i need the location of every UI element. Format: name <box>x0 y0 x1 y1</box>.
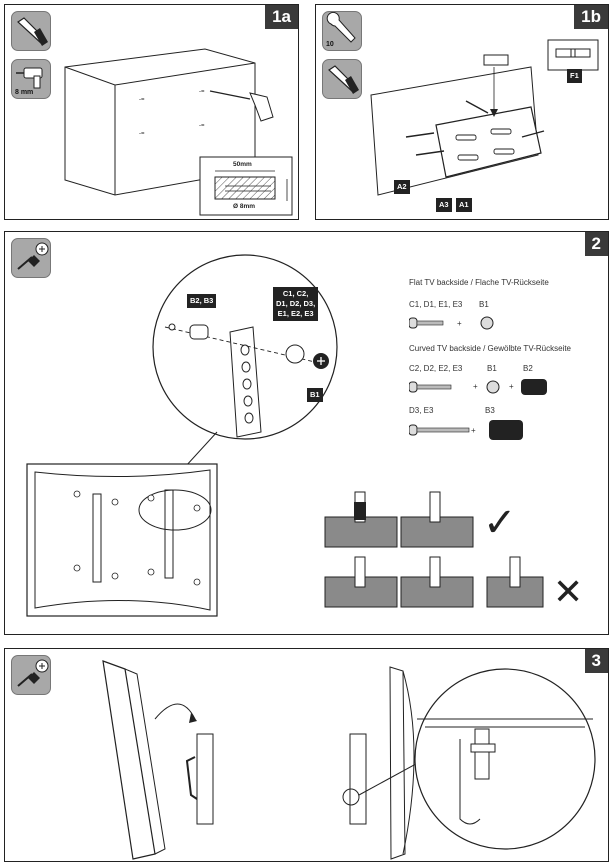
curved2-spacer-label: B3 <box>485 406 495 415</box>
part-label-a3: A3 <box>436 198 452 212</box>
curved2-parts-row <box>409 420 523 440</box>
step-badge-1b: 1b <box>574 5 608 29</box>
phillips-screwdriver-icon <box>11 238 51 278</box>
dimension-width-label: 50mm <box>233 161 252 168</box>
flat-parts-row <box>409 316 494 330</box>
step-badge-1a: 1a <box>265 5 298 29</box>
part-label-a1: A1 <box>456 198 472 212</box>
curved-spacer-label: B2 <box>523 364 533 373</box>
curved-plus-2: + <box>509 382 514 391</box>
wrench-size-label: 10 <box>326 41 334 48</box>
panel-step-1b: 1b 10 <box>315 4 609 220</box>
svg-text:-=: -= <box>199 123 205 129</box>
panel-step-3: 3 <box>4 648 609 862</box>
svg-text:-=: -= <box>139 97 145 103</box>
drill-icon: 8 mm <box>11 59 51 99</box>
curved-washer-label: B1 <box>487 364 497 373</box>
svg-text:-=: -= <box>199 89 205 95</box>
panel-step-2: 2 <box>4 231 609 635</box>
wall-drilling-illustration: -= -= -= -= <box>64 48 293 216</box>
dimension-diameter-label: Ø 8mm <box>233 203 256 210</box>
callout-b1: B1 <box>307 388 323 402</box>
screwdriver-icon <box>11 11 51 51</box>
step-badge-2: 2 <box>584 232 608 256</box>
drill-size-label: 8 mm <box>15 89 34 96</box>
step-badge-3: 3 <box>584 649 608 673</box>
phillips-screwdriver-icon <box>11 655 51 695</box>
screwdriver-icon <box>322 59 362 99</box>
part-label-f1: F1 <box>567 69 582 83</box>
callout-screw-group: C1, C2, D1, D2, D3, E1, E2, E3 <box>273 287 319 321</box>
curved-plus-1: + <box>473 382 478 391</box>
tv-bracket-illustration <box>26 254 544 617</box>
flat-tv-heading: Flat TV backside / Flache TV-Rückseite <box>409 278 549 287</box>
hang-tv-illustration <box>102 660 596 860</box>
curved-tv-heading: Curved TV backside / Gewölbte TV-Rücksei… <box>409 344 571 353</box>
curved2-screw-label: D3, E3 <box>409 406 434 415</box>
svg-text:-=: -= <box>139 131 145 137</box>
correct-check-mark: ✓ <box>483 500 517 546</box>
flat-plus: + <box>457 319 462 328</box>
wrench-icon: 10 <box>322 11 362 51</box>
curved-screw-label: C2, D2, E2, E3 <box>409 364 463 373</box>
flat-washer-label: B1 <box>479 300 489 309</box>
part-label-a2: A2 <box>394 180 410 194</box>
wall-mount-plate-illustration <box>370 39 599 196</box>
curved-parts-row <box>409 379 547 395</box>
curved2-plus: + <box>471 426 476 435</box>
callout-b2-b3: B2, B3 <box>187 294 217 308</box>
incorrect-x-mark: ✕ <box>553 572 584 613</box>
panel-step-1a: 1a 8 mm -= -= -= -= <box>4 4 299 220</box>
flat-screw-label: C1, D1, E1, E3 <box>409 300 463 309</box>
